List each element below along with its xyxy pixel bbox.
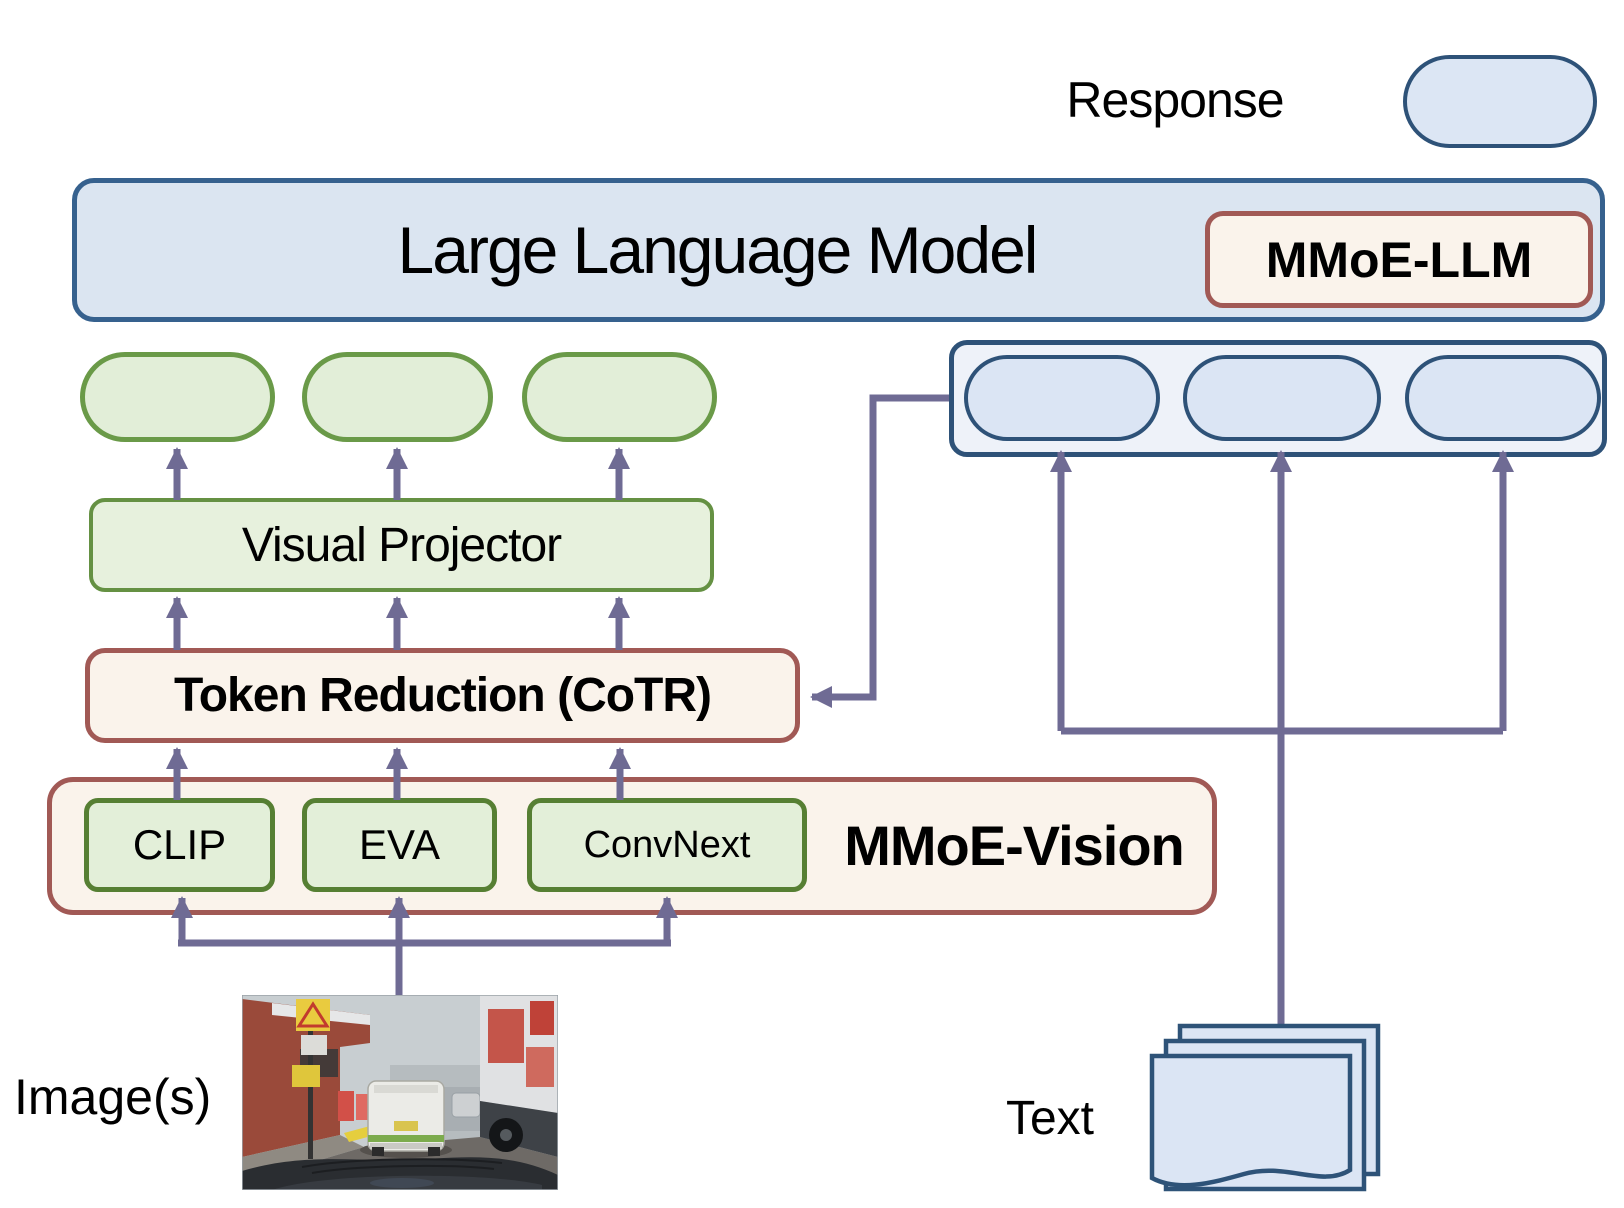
- mmoe-vision-label: MMoE-Vision: [844, 813, 1185, 877]
- scene-truck: [480, 995, 558, 1157]
- image-input-label: Image(s): [14, 1069, 212, 1125]
- text-token-pill-2: [1183, 355, 1381, 441]
- expert-box-eva: EVA: [302, 798, 497, 892]
- arrow-tokens-to-cotr: [810, 394, 949, 708]
- token-reduction-box: Token Reduction (CoTR): [85, 648, 800, 743]
- mmoe-llm-badge: MMoE-LLM: [1205, 211, 1593, 308]
- text-token-pill-3: [1405, 355, 1601, 441]
- expert-box-clip: CLIP: [84, 798, 275, 892]
- scene-car-hood: [242, 1157, 558, 1190]
- text-token-pill-1: [964, 355, 1160, 441]
- visual-projector-box: Visual Projector: [89, 498, 714, 592]
- scene-van: [367, 1080, 445, 1156]
- response-token-pill: [1403, 55, 1597, 148]
- text-input-label: Text: [1005, 1091, 1095, 1145]
- visual-token-pill-3: [522, 352, 717, 442]
- document-page-front: [1149, 1053, 1353, 1188]
- visual-token-pill-1: [80, 352, 275, 442]
- document-stack: [1149, 1023, 1381, 1192]
- visual-token-pill-2: [302, 352, 493, 442]
- llm-title: Large Language Model: [397, 213, 1039, 287]
- image-input-thumbnail: [242, 995, 558, 1190]
- expert-box-convnext: ConvNext: [527, 798, 807, 892]
- response-label: Response: [1066, 72, 1284, 128]
